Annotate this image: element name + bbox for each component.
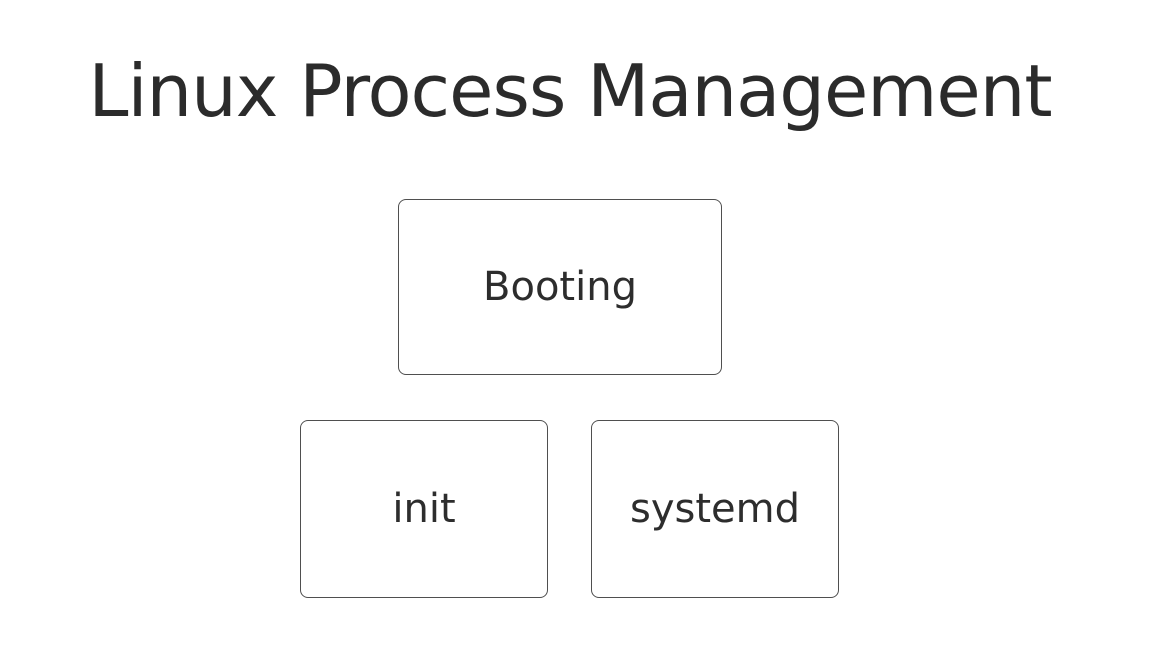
node-booting[interactable]: Booting — [398, 199, 722, 375]
node-init-label: init — [392, 486, 456, 532]
node-systemd[interactable]: systemd — [591, 420, 839, 598]
node-init[interactable]: init — [300, 420, 548, 598]
node-systemd-label: systemd — [630, 486, 800, 532]
page-title: Linux Process Management — [88, 49, 1052, 133]
node-booting-label: Booting — [483, 264, 637, 310]
